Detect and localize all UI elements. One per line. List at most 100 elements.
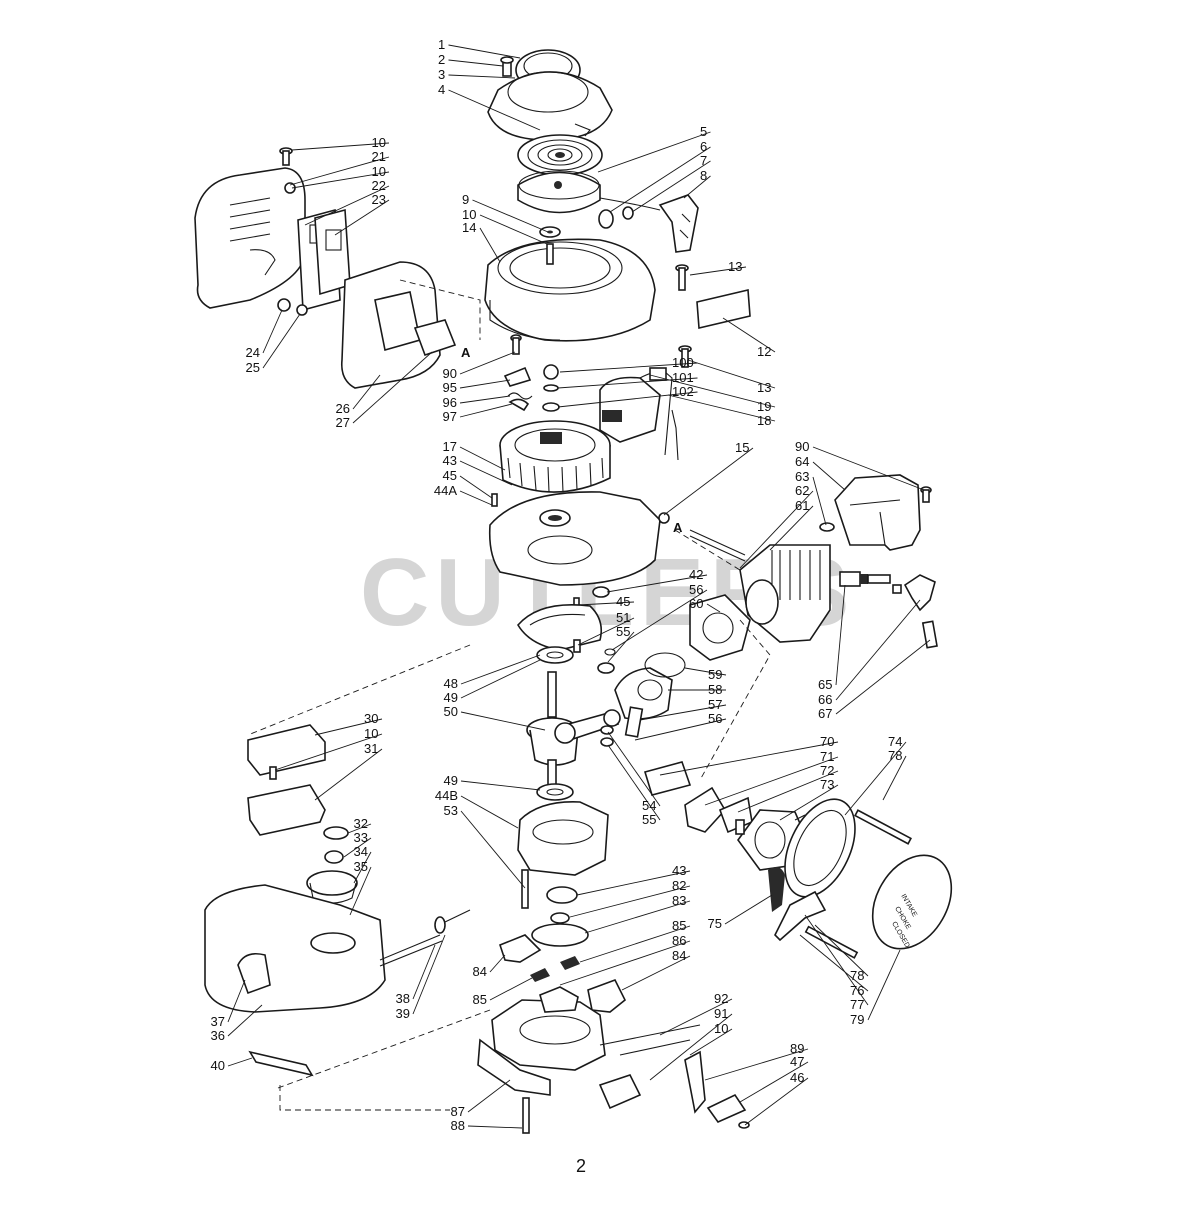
callout-label-c87: 87 <box>451 1104 465 1119</box>
callout-leader-c82 <box>569 885 691 918</box>
callout-label-c25: 25 <box>246 360 260 375</box>
callout-label-c1: 1 <box>438 37 445 52</box>
callout-label-c43a: 43 <box>443 453 457 468</box>
callout-label-c44B: 44B <box>435 788 458 803</box>
screw-63 <box>819 522 835 532</box>
callout-label-c45a: 45 <box>443 468 457 483</box>
callout-label-c3: 3 <box>438 67 445 82</box>
screw-78-long <box>854 809 912 845</box>
callout-label-c73: 73 <box>820 777 834 792</box>
callout-label-c4: 4 <box>438 82 445 97</box>
callout-leader-c23 <box>334 199 390 236</box>
plug-42 <box>592 586 610 598</box>
screw-13-coil <box>678 345 692 368</box>
callout-label-c10c: 10 <box>372 164 386 179</box>
callout-leader-c96 <box>459 395 511 404</box>
washer-25 <box>296 304 308 316</box>
bearing-49-lower <box>536 783 574 801</box>
throttle-block <box>598 1074 642 1110</box>
callout-label-c79: 79 <box>850 1012 864 1027</box>
callout-leader-c45b <box>577 601 635 606</box>
callout-label-c64: 64 <box>795 454 809 469</box>
callout-label-c77: 77 <box>850 997 864 1012</box>
callout-label-c102: 102 <box>672 384 694 399</box>
callout-leader-c91 <box>649 1013 733 1081</box>
callout-leader-c18 <box>667 394 776 422</box>
callout-label-c21: 21 <box>372 149 386 164</box>
callout-label-c31: 31 <box>364 741 378 756</box>
callout-label-c82: 82 <box>672 878 686 893</box>
callout-leader-c10a <box>479 214 548 245</box>
clutch-housing <box>477 986 606 1096</box>
callout-label-c5: 5 <box>700 124 707 139</box>
callout-leader-c48 <box>460 654 541 685</box>
callout-label-c26: 26 <box>336 401 350 416</box>
callout-leader-c43b <box>576 870 691 896</box>
callout-label-c10a: 10 <box>462 207 476 222</box>
callout-leader-c84a <box>621 955 691 991</box>
callout-label-c78b: 78 <box>850 968 864 983</box>
callout-leader-c95 <box>459 379 511 389</box>
pin-44A <box>491 493 498 507</box>
callout-leader-c100 <box>559 362 698 373</box>
assembly-line <box>279 1085 450 1111</box>
fuel-cap-parts <box>306 826 358 928</box>
callout-label-c30: 30 <box>364 711 378 726</box>
callout-leader-c101 <box>557 377 698 389</box>
bolt-90 <box>510 334 522 355</box>
callout-label-c95: 95 <box>443 380 457 395</box>
callout-label-c49a: 49 <box>444 690 458 705</box>
callout-label-c86: 86 <box>672 933 686 948</box>
fuel-tank <box>204 884 386 1013</box>
callout-leader-c43a <box>459 460 513 486</box>
callout-label-c47: 47 <box>790 1054 804 1069</box>
callout-label-c49b: 49 <box>444 773 458 788</box>
callout-label-c53: 53 <box>444 803 458 818</box>
callout-label-c2: 2 <box>438 52 445 67</box>
callout-label-c57: 57 <box>708 697 722 712</box>
callout-label-c55b: 55 <box>642 812 656 827</box>
washer-9 <box>539 226 561 238</box>
callout-leader-c3 <box>448 74 516 79</box>
callout-label-c32: 32 <box>354 816 368 831</box>
callout-leader-c57 <box>639 704 727 721</box>
callout-label-c67: 67 <box>818 706 832 721</box>
callout-leader-c38 <box>412 944 436 1000</box>
callout-leader-c10e <box>689 1028 733 1056</box>
callout-leader-c31 <box>314 748 383 801</box>
callout-leader-c36 <box>227 1004 263 1037</box>
callout-leader-c87 <box>467 1079 511 1113</box>
callout-label-c56a: 56 <box>689 582 703 597</box>
callout-leader-c65 <box>835 584 846 686</box>
callout-leader-c92 <box>659 998 733 1036</box>
callout-leader-c42 <box>606 574 708 593</box>
pawl-95 <box>503 366 532 387</box>
callout-label-c78a: 78 <box>888 748 902 763</box>
callout-label-c46: 46 <box>790 1070 804 1085</box>
callout-leader-c10c <box>291 171 390 189</box>
spark-plug <box>839 571 891 587</box>
section-mark-a: A <box>461 345 471 360</box>
callout-label-c75: 75 <box>708 916 722 931</box>
nut-100 <box>543 364 559 380</box>
callout-leader-c61 <box>769 505 814 551</box>
air-filter-base <box>784 798 856 898</box>
callout-leader-c1 <box>448 44 521 59</box>
callout-label-c83: 83 <box>672 893 686 908</box>
callout-label-c27: 27 <box>336 415 350 430</box>
key-51 <box>573 639 581 653</box>
callout-label-c91: 91 <box>714 1006 728 1021</box>
choke-lever <box>774 890 827 942</box>
callout-leader-c33 <box>343 837 372 858</box>
callout-label-c36: 36 <box>211 1028 225 1043</box>
callout-leader-c54 <box>607 731 661 807</box>
callout-leader-c83 <box>584 900 691 934</box>
callout-leader-c66 <box>835 599 921 701</box>
callout-label-c33: 33 <box>354 830 368 845</box>
washer-102 <box>542 402 560 412</box>
callout-leader-c85a <box>579 925 691 963</box>
callout-label-c90b: 90 <box>795 439 809 454</box>
callout-leader-c17 <box>459 446 506 471</box>
callout-label-c35: 35 <box>354 859 368 874</box>
assembly-line <box>674 529 741 571</box>
